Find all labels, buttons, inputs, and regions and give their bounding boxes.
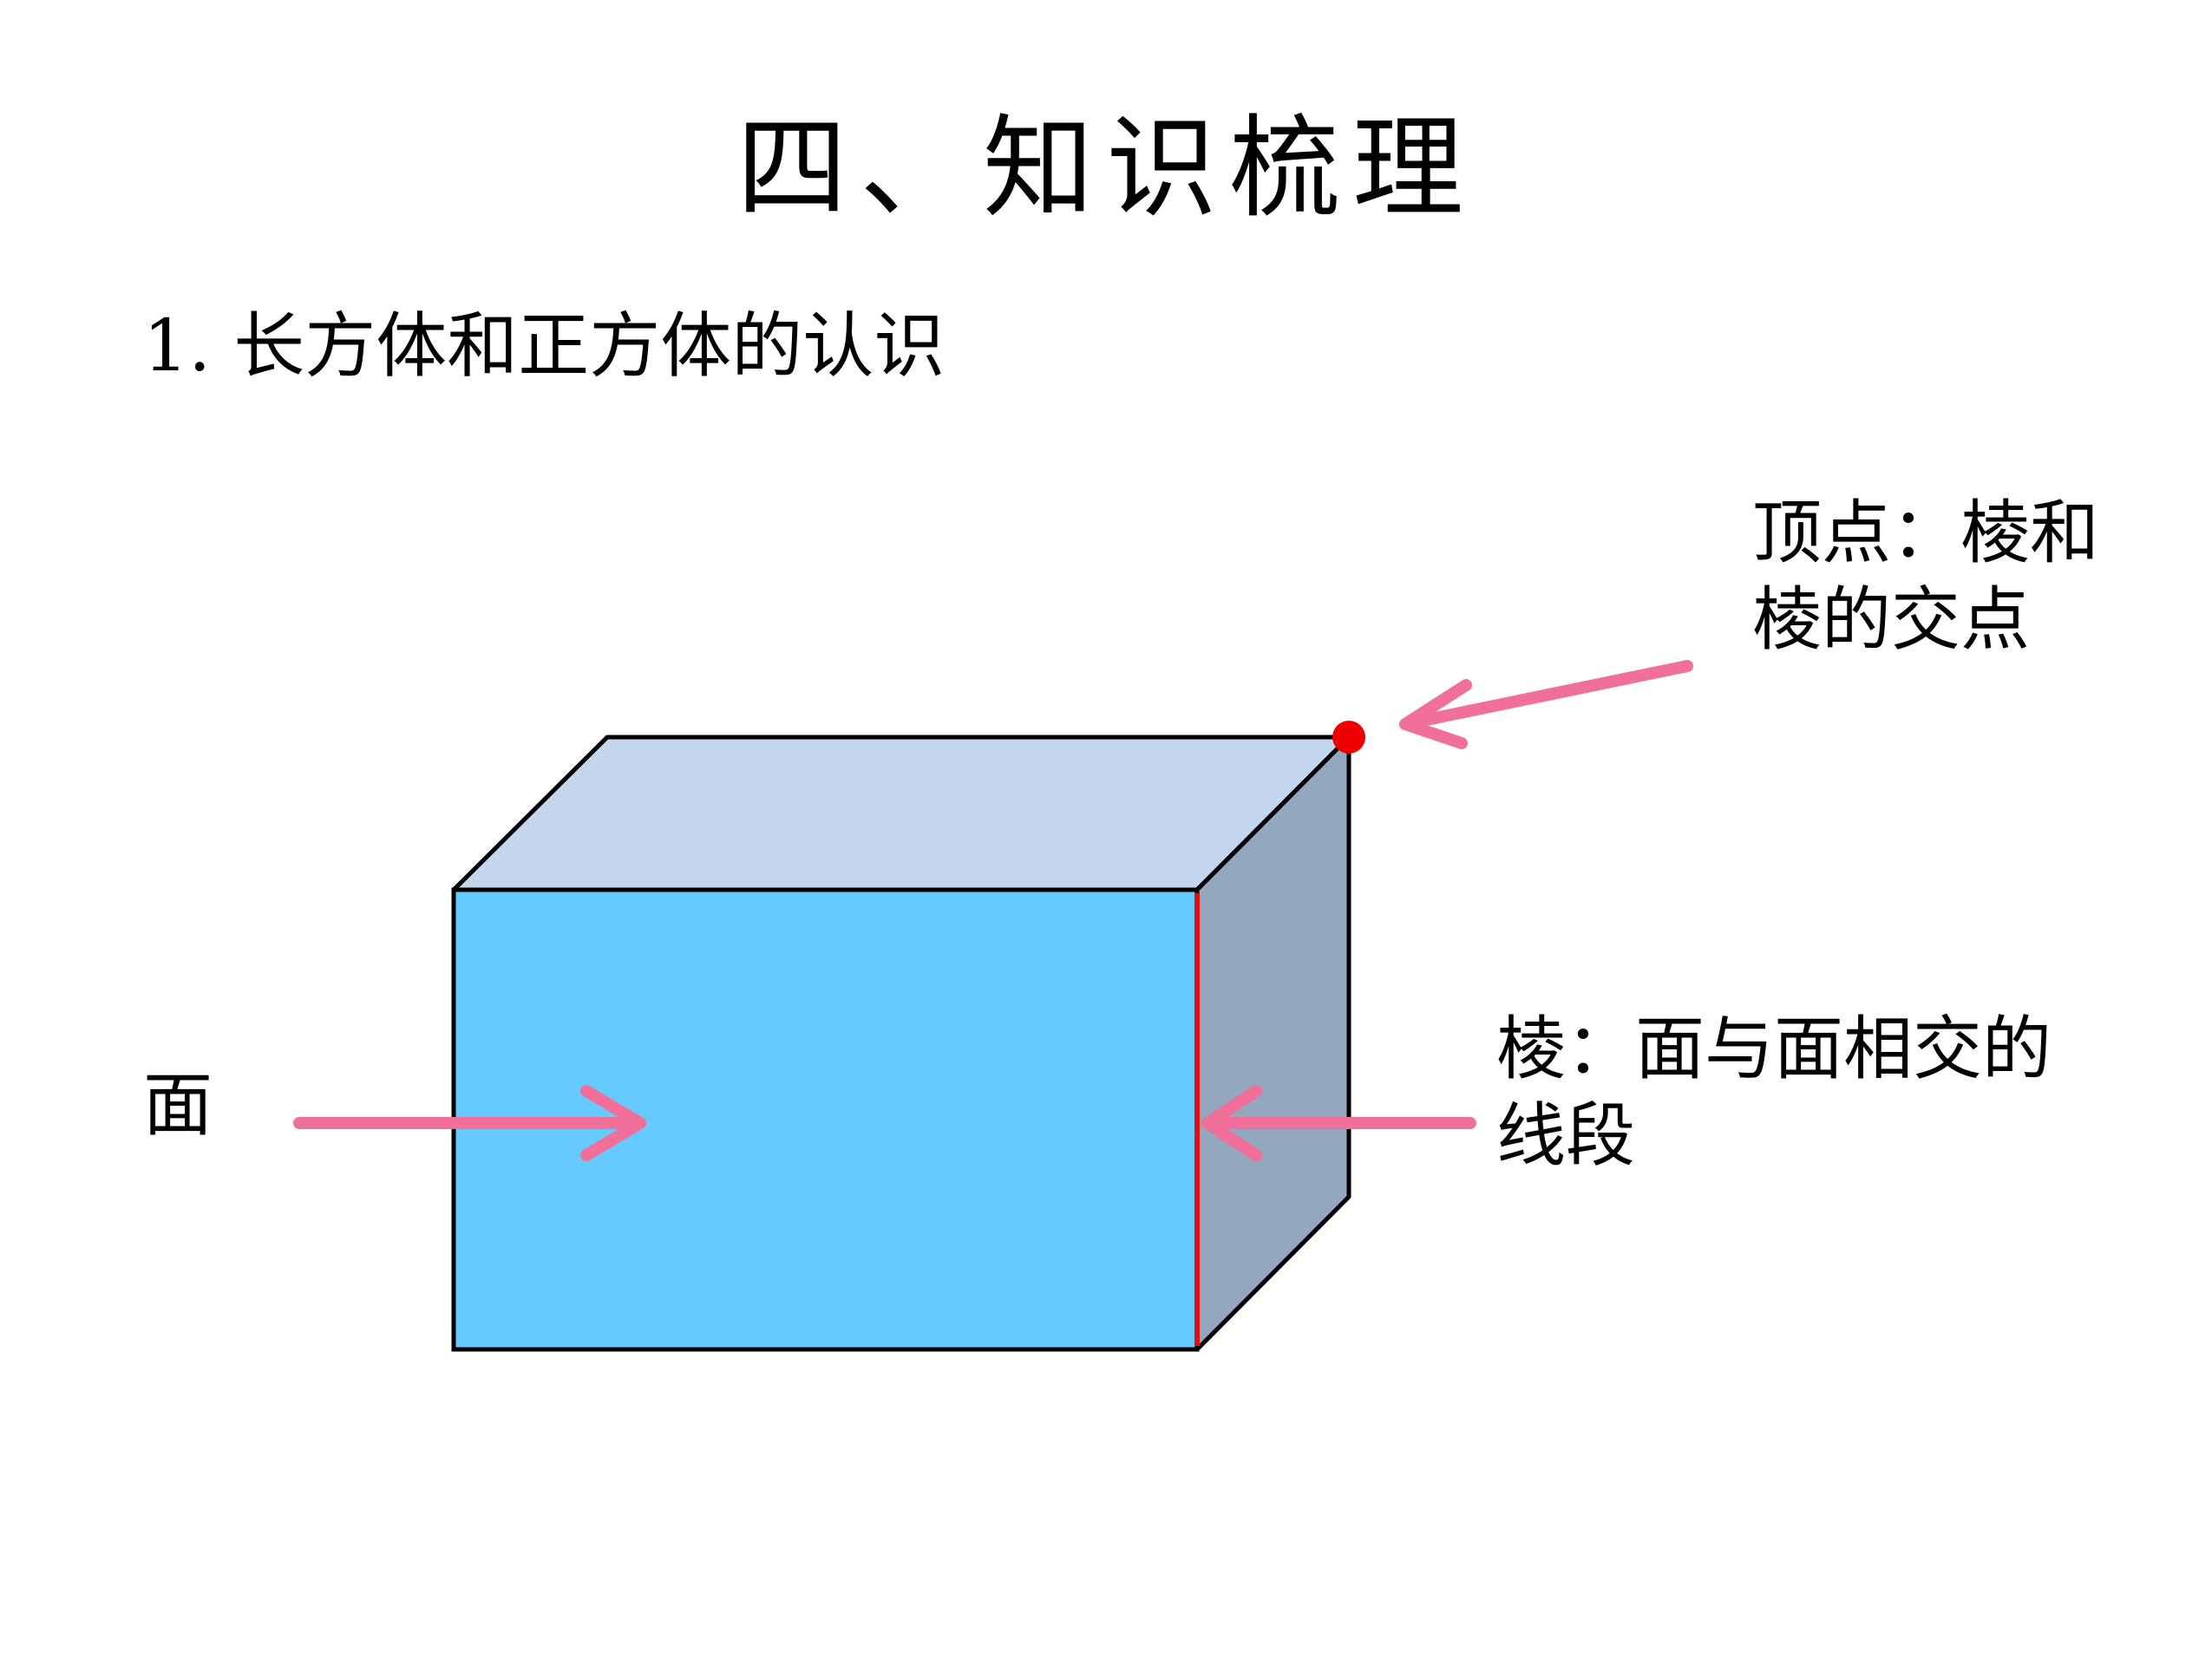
vertex-arrow [1399,660,1693,749]
page-title: 四、知识梳理 [736,104,1476,233]
section-heading: 1. 长方体和正方体的认识 [143,305,946,388]
face-label: 面 [143,1065,213,1146]
face-arrow [293,1085,646,1161]
edge-arrow [1201,1085,1476,1161]
vertex-dot [1332,721,1365,754]
cuboid-top-face [451,735,1351,892]
vertex-label: 顶点：棱和 棱的交点 [1752,493,2099,660]
edge-label: 棱：面与面相交的 线段 [1496,1009,2052,1176]
